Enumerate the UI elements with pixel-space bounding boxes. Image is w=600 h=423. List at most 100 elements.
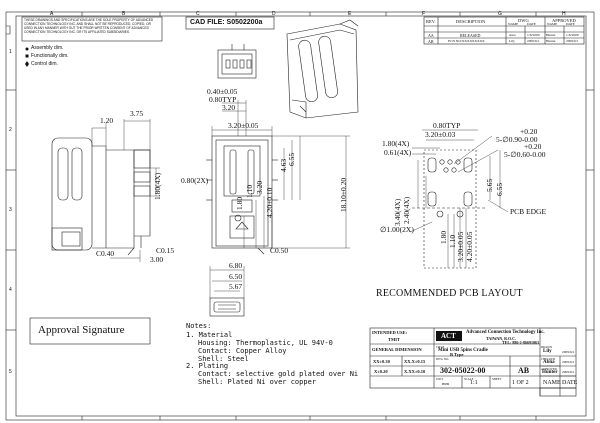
tb-tol-1b: XX.X±0.15 bbox=[404, 359, 426, 364]
tb-title-2: B Type bbox=[450, 352, 464, 357]
end-view bbox=[209, 297, 245, 317]
tb-tel: TEL: 886-2-86691063 bbox=[502, 340, 539, 345]
pcb-dim-320: 3.20±0.05 bbox=[456, 231, 465, 262]
dim-320-side: 3.20±0.05 bbox=[228, 121, 259, 130]
dim-040: 0.40±0.05 bbox=[207, 87, 238, 96]
notes-title: Notes: bbox=[186, 322, 212, 330]
tb-sheet: 1 OF 2 bbox=[512, 380, 529, 386]
tb-sheet-label: SHEET bbox=[492, 377, 502, 381]
dim-300: 3.00 bbox=[150, 255, 164, 264]
pcb-dim-061-4x: 0.61(4X) bbox=[384, 148, 412, 157]
tb-dwgno-label: DWG NO. bbox=[436, 357, 449, 361]
tb-title-1: Mini USB 5pins Cradle bbox=[438, 348, 488, 353]
rev-sub-date1: DATE bbox=[527, 22, 536, 26]
grid-col-b: B bbox=[122, 11, 126, 17]
pcb-dim-655: 6.55 bbox=[495, 182, 504, 196]
tb-title-label: TITLE bbox=[436, 345, 445, 349]
dim-080typ: 0.80TYP bbox=[209, 95, 237, 104]
pcb-dim-240-4x: 2.40(4X) bbox=[402, 196, 411, 224]
tb-approved-name: Hunter bbox=[542, 370, 558, 375]
legend-functional: Functionally dim. bbox=[31, 53, 69, 59]
dim-1810: 18.10±0.20 bbox=[339, 177, 348, 212]
rev-row2-dwgdate: 2009/6/1 bbox=[527, 39, 540, 43]
grid-col-e: E bbox=[348, 11, 352, 17]
tb-intended-value: TMIT bbox=[388, 337, 401, 342]
pcb-tol2-main: 5-∅0.60-0.00 bbox=[504, 150, 546, 159]
rev-row2-apname: Hunter bbox=[546, 39, 556, 43]
pcb-tol1-plus: +0.20 bbox=[520, 127, 538, 136]
grid-col-f: F bbox=[422, 11, 426, 17]
pcb-dim-320: 3.20±0.03 bbox=[425, 130, 456, 139]
tb-unit-label: UNIT bbox=[436, 377, 444, 381]
legend-assembly: Assembly dim. bbox=[31, 45, 64, 51]
tb-drawn-date: 2009/6/1 bbox=[562, 350, 575, 354]
rev-row1-apname: Hunter bbox=[546, 33, 556, 37]
pcb-dim-565: 5.65 bbox=[485, 178, 494, 192]
notes-line-1: 1. Material bbox=[186, 331, 233, 339]
pcb-dim-080typ: 0.80TYP bbox=[433, 121, 461, 130]
rev-row1-desc: RELEASED bbox=[460, 33, 481, 38]
rev-sub-date2: DATE bbox=[566, 22, 575, 26]
rev-row2-apdate: 2009/6/1 bbox=[566, 39, 579, 43]
rev-row2-desc: ECN NO:XXXXXXXXX bbox=[448, 39, 485, 43]
dim-567: 5.67 bbox=[229, 282, 243, 291]
tb-drawn-label: DRAWN bbox=[541, 345, 553, 349]
dim-655: 6.55 bbox=[287, 152, 296, 166]
tb-intended-label: INTENDED USE: bbox=[372, 330, 408, 335]
grid-row-3: 3 bbox=[9, 207, 12, 213]
pcb-layout bbox=[412, 149, 486, 269]
notes-line-5: 2. Plating bbox=[186, 362, 229, 370]
dim-110: 1.10 bbox=[245, 184, 254, 198]
dim-180-4x: 1.80(4X) bbox=[153, 172, 162, 200]
approval-signature-label: Approval Signature bbox=[38, 324, 125, 336]
tb-drawn-name: Lily bbox=[543, 349, 552, 354]
rev-header-rev: REV. bbox=[426, 19, 436, 24]
rev-sub-name2: NAME bbox=[547, 22, 558, 26]
tb-logo: ACT bbox=[441, 332, 456, 340]
rev-row2-dwgname: Lily bbox=[509, 39, 515, 43]
tb-scale-label: SCALE bbox=[464, 377, 474, 381]
top-view bbox=[217, 44, 257, 79]
rev-row2-rev: AB bbox=[428, 39, 434, 44]
dim-120: 1.20 bbox=[100, 116, 114, 125]
pcb-dim-420: 4.20±0.05 bbox=[465, 231, 474, 262]
tb-date: DATE bbox=[562, 380, 578, 386]
pcb-tol1-main: 5-∅0.90-0.00 bbox=[496, 135, 538, 144]
pcb-dim-340-4x: 3.40(4X) bbox=[393, 198, 402, 226]
rev-row1-apdate: 1/6/2009 bbox=[566, 33, 579, 37]
rev-row1-dwgname: Alex bbox=[509, 33, 516, 37]
tb-tol-2a: X±0.20 bbox=[374, 369, 388, 374]
grid-col-c: C bbox=[196, 11, 200, 17]
notes-line-3: Contact: Copper Alloy bbox=[198, 347, 287, 355]
tb-location: TAIWAN, R.O.C. bbox=[486, 336, 517, 341]
dim-c050: C0.50 bbox=[270, 246, 289, 255]
front-view bbox=[206, 135, 278, 255]
cad-file-label: CAD FILE: S0502200a bbox=[190, 19, 263, 26]
legend-control: Control dim. bbox=[31, 61, 58, 67]
tb-checked-name: Abna bbox=[543, 360, 555, 365]
pcb-edge-label: PCB EDGE bbox=[510, 207, 547, 216]
dim-080-2x: 0.80(2X) bbox=[181, 176, 209, 185]
inner-border bbox=[15, 15, 587, 417]
dim-320-v: 3.20 bbox=[255, 180, 264, 194]
dim-680: 6.80 bbox=[229, 261, 243, 270]
grid-row-2: 2 bbox=[9, 127, 12, 133]
grid-row-1: 1 bbox=[9, 49, 12, 55]
tb-unit: mm bbox=[442, 381, 450, 386]
tb-general-dim: GENERAL DIMENSION bbox=[372, 347, 422, 352]
tb-tol-2b: X.XX±0.10 bbox=[404, 369, 426, 374]
tb-tol-1a: XX±0.30 bbox=[373, 359, 390, 364]
tb-name: NAME bbox=[543, 380, 561, 386]
pcb-dim-100-2x: ∅1.00(2X) bbox=[380, 225, 414, 234]
rev-row1-dwgdate: 1/6/2009 bbox=[527, 33, 540, 37]
isometric-view bbox=[286, 19, 359, 119]
dim-c015: C0.15 bbox=[156, 246, 175, 255]
dim-c040: C0.40 bbox=[96, 249, 115, 258]
pcb-dim-180: 1.80 bbox=[439, 230, 448, 244]
dim-650: 6.50 bbox=[229, 272, 243, 281]
notes-line-4: Shell: Steel bbox=[198, 355, 249, 363]
tb-approved-date: 2009/6/1 bbox=[562, 370, 575, 374]
dim-375: 3.75 bbox=[130, 109, 144, 118]
pcb-layout-title: RECOMMENDED PCB LAYOUT bbox=[376, 288, 523, 299]
